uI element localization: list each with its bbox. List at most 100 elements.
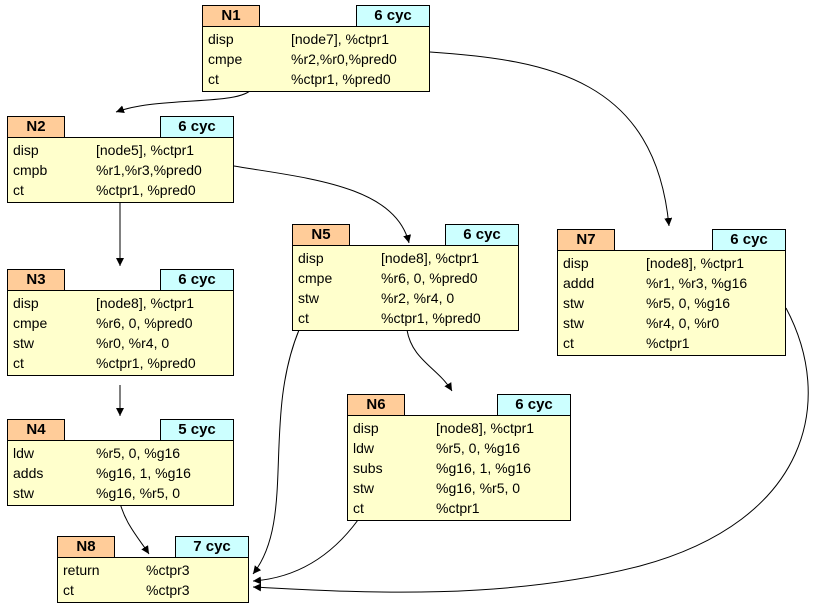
instruction-opcode: disp	[563, 255, 589, 271]
instruction-operands: %g16, %r5, 0	[436, 480, 521, 496]
instruction-opcode: ct	[298, 310, 309, 326]
instruction-opcode: ct	[13, 355, 24, 371]
instruction-row: ct%ctpr1, %pred0	[13, 353, 233, 373]
edge-N5-N8	[252, 329, 300, 575]
instruction-opcode: stw	[13, 335, 34, 351]
instruction-operands: %ctpr3	[146, 582, 190, 598]
node-label: N4	[7, 419, 65, 441]
node-label: N7	[557, 229, 615, 251]
instruction-opcode: disp	[208, 31, 234, 47]
instruction-row: cmpe %r6, 0, %pred0	[298, 268, 518, 288]
instruction-row: adds%g16, 1, %g16	[13, 463, 233, 483]
node-N2[interactable]: N2 6 cyc disp [node5], %ctpr1 cmpb %r1,%r3,…	[7, 116, 234, 203]
instruction-operands: [node8], %ctpr1	[96, 295, 195, 311]
instruction-opcode: cmpe	[208, 51, 243, 67]
instruction-row: stw %r0, %r4, 0	[13, 333, 233, 353]
instruction-operands: %r0, %r4, 0	[96, 335, 170, 351]
instruction-operands: %g16, 1, %g16	[436, 460, 531, 476]
instruction-opcode: stw	[563, 295, 584, 311]
instruction-opcode: ct	[563, 335, 574, 351]
instruction-opcode: subs	[353, 460, 383, 476]
instruction-opcode: return	[63, 562, 100, 578]
instruction-opcode: cmpe	[298, 270, 333, 286]
instruction-operands: %r1,%r3,%pred0	[96, 162, 202, 178]
node-cycles-badge: 6 cyc	[497, 394, 571, 416]
instruction-operands: %r5, 0, %g16	[646, 295, 731, 311]
node-cycles-badge: 5 cyc	[160, 419, 234, 441]
instruction-opcode: cmpe	[13, 315, 48, 331]
node-label: N5	[292, 224, 350, 246]
instruction-opcode: ct	[13, 182, 24, 198]
instruction-row: stw%r4, 0, %r0	[563, 313, 785, 333]
instruction-opcode: ldw	[13, 445, 35, 461]
node-header: N4 5 cyc	[7, 419, 234, 441]
instruction-row: stw %r5, 0, %g16	[563, 293, 785, 313]
instruction-opcode: stw	[353, 480, 374, 496]
instruction-operands: %r4, 0, %r0	[646, 315, 720, 331]
instruction-operands: %ctpr1, %pred0	[96, 182, 196, 198]
instruction-row: cmpe%r6, 0, %pred0	[13, 313, 233, 333]
edge-N6-N8	[252, 519, 359, 585]
instruction-row: return %ctpr3	[63, 560, 248, 580]
node-cycles-badge: 6 cyc	[160, 269, 234, 291]
instruction-operands: %ctpr3	[146, 562, 190, 578]
instruction-operands: [node8], %ctpr1	[381, 250, 480, 266]
node-label: N3	[7, 269, 65, 291]
node-cycles-badge: 6 cyc	[356, 5, 430, 27]
edge-N1-N7	[429, 51, 673, 227]
instruction-operands: %g16, %r5, 0	[96, 485, 181, 501]
node-header: N8 7 cyc	[57, 536, 249, 558]
node-header: N6 6 cyc	[347, 394, 571, 416]
node-N7[interactable]: N7 6 cyc disp [node8], %ctpr1 addd%r1, %r3…	[557, 229, 786, 356]
instruction-row: stw %g16, %r5, 0	[353, 478, 570, 498]
instruction-row: disp [node8], %ctpr1	[563, 253, 785, 273]
instruction-operands: %r2,%r0,%pred0	[291, 51, 397, 67]
instruction-opcode: ct	[208, 71, 219, 87]
instruction-row: stw%g16, %r5, 0	[13, 483, 233, 503]
instruction-operands: [node8], %ctpr1	[436, 420, 535, 436]
edge-N1-N2	[115, 88, 253, 114]
instruction-opcode: addd	[563, 275, 595, 291]
instruction-row: ct%ctpr3	[63, 580, 248, 600]
instruction-opcode: ct	[353, 500, 364, 516]
node-N4[interactable]: N4 5 cyc ldw %r5, 0, %g16 adds%g16, 1, %g1…	[7, 419, 234, 506]
instruction-row: ct%ctpr1, %pred0	[208, 69, 429, 89]
instruction-operands: [node8], %ctpr1	[646, 255, 745, 271]
instruction-opcode: cmpb	[13, 162, 48, 178]
instruction-row: subs %g16, 1, %g16	[353, 458, 570, 478]
node-label: N8	[57, 536, 115, 558]
instruction-row: ct %ctpr1, %pred0	[13, 180, 233, 200]
node-cycles-badge: 6 cyc	[160, 116, 234, 138]
node-cycles-badge: 7 cyc	[175, 536, 249, 558]
instruction-row: addd%r1, %r3, %g16	[563, 273, 785, 293]
instruction-operands: %r2, %r4, 0	[381, 290, 455, 306]
instruction-row: ct%ctpr1	[563, 333, 785, 353]
instruction-row: disp[node8], %ctpr1	[353, 418, 570, 438]
edge-N2-N5	[233, 165, 411, 244]
edge-N7-N8	[252, 307, 809, 593]
node-cycles-badge: 6 cyc	[712, 229, 786, 251]
instruction-row: ct%ctpr1, %pred0	[298, 308, 518, 328]
instruction-operands: [node5], %ctpr1	[96, 142, 195, 158]
node-label: N1	[202, 5, 260, 27]
instruction-opcode: disp	[13, 142, 39, 158]
instruction-operands: %g16, 1, %g16	[96, 465, 191, 481]
instruction-operands: %r6, 0, %pred0	[381, 270, 478, 286]
node-header: N2 6 cyc	[7, 116, 234, 138]
instruction-operands: %r5, 0, %g16	[96, 445, 181, 461]
instruction-row: cmpe %r2,%r0,%pred0	[208, 49, 429, 69]
instruction-row: ldw %r5, 0, %g16	[13, 443, 233, 463]
instruction-operands: %r5, 0, %g16	[436, 440, 521, 456]
